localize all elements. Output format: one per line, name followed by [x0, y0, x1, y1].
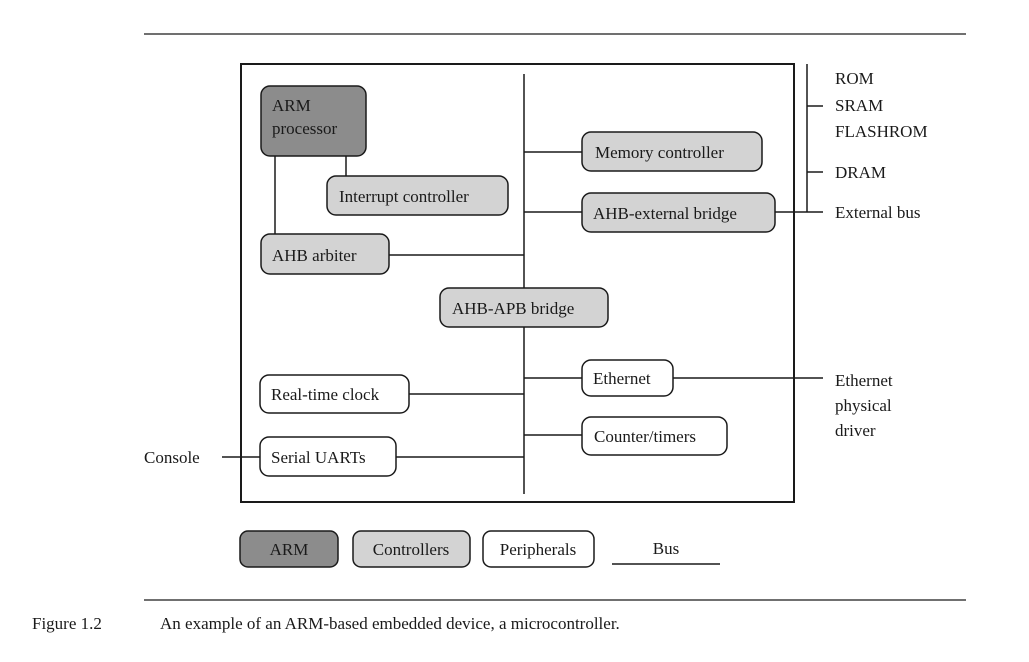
ahb-apb-bridge-label: AHB-APB bridge [452, 299, 574, 318]
arm-processor-block: ARM processor [260, 85, 367, 157]
legend-controllers: Controllers [352, 530, 471, 568]
ethernet-driver-label-line3: driver [835, 421, 876, 440]
legend-arm-label: ARM [270, 540, 309, 559]
ethernet-label: Ethernet [593, 369, 651, 388]
ahb-arbiter-label: AHB arbiter [272, 246, 357, 265]
chip-boundary [240, 63, 795, 503]
real-time-clock-label: Real-time clock [271, 385, 380, 404]
legend-peripherals-label: Peripherals [500, 540, 576, 559]
legend-bus: Bus [612, 539, 720, 565]
real-time-clock-block: Real-time clock [259, 374, 410, 414]
ahb-apb-bridge-block: AHB-APB bridge [439, 287, 609, 328]
arm-processor-label-line1: ARM [272, 96, 311, 115]
figure-number: Figure 1.2 [32, 614, 102, 633]
flashrom-label: FLASHROM [835, 122, 928, 141]
ahb-external-bridge-label: AHB-external bridge [593, 204, 737, 223]
counter-timers-label: Counter/timers [594, 427, 696, 446]
ethernet-driver-label-line1: Ethernet [835, 371, 893, 390]
ahb-external-bridge-block: AHB-external bridge [581, 192, 776, 233]
console-label: Console [144, 448, 200, 467]
memory-controller-label: Memory controller [595, 143, 724, 162]
legend-bus-label: Bus [653, 539, 679, 558]
external-bus-label: External bus [835, 203, 920, 222]
memory-controller-block: Memory controller [581, 131, 763, 172]
ethernet-driver-label-line2: physical [835, 396, 892, 415]
serial-uarts-label: Serial UARTs [271, 448, 366, 467]
serial-uarts-block: Serial UARTs [259, 436, 397, 477]
interrupt-controller-label: Interrupt controller [339, 187, 469, 206]
rom-label: ROM [835, 69, 874, 88]
figure-caption-text: An example of an ARM-based embedded devi… [160, 614, 620, 633]
legend-arm: ARM [239, 530, 339, 568]
legend: ARM Controllers Peripherals Bus [239, 530, 720, 568]
ethernet-block: Ethernet [581, 359, 674, 397]
legend-peripherals: Peripherals [482, 530, 595, 568]
legend-controllers-label: Controllers [373, 540, 450, 559]
arm-processor-label-line2: processor [272, 119, 337, 138]
figure-caption: Figure 1.2 An example of an ARM-based emb… [32, 614, 620, 634]
interrupt-controller-block: Interrupt controller [326, 175, 509, 216]
ahb-arbiter-block: AHB arbiter [260, 233, 390, 275]
sram-label: SRAM [835, 96, 883, 115]
counter-timers-block: Counter/timers [581, 416, 728, 456]
dram-label: DRAM [835, 163, 886, 182]
